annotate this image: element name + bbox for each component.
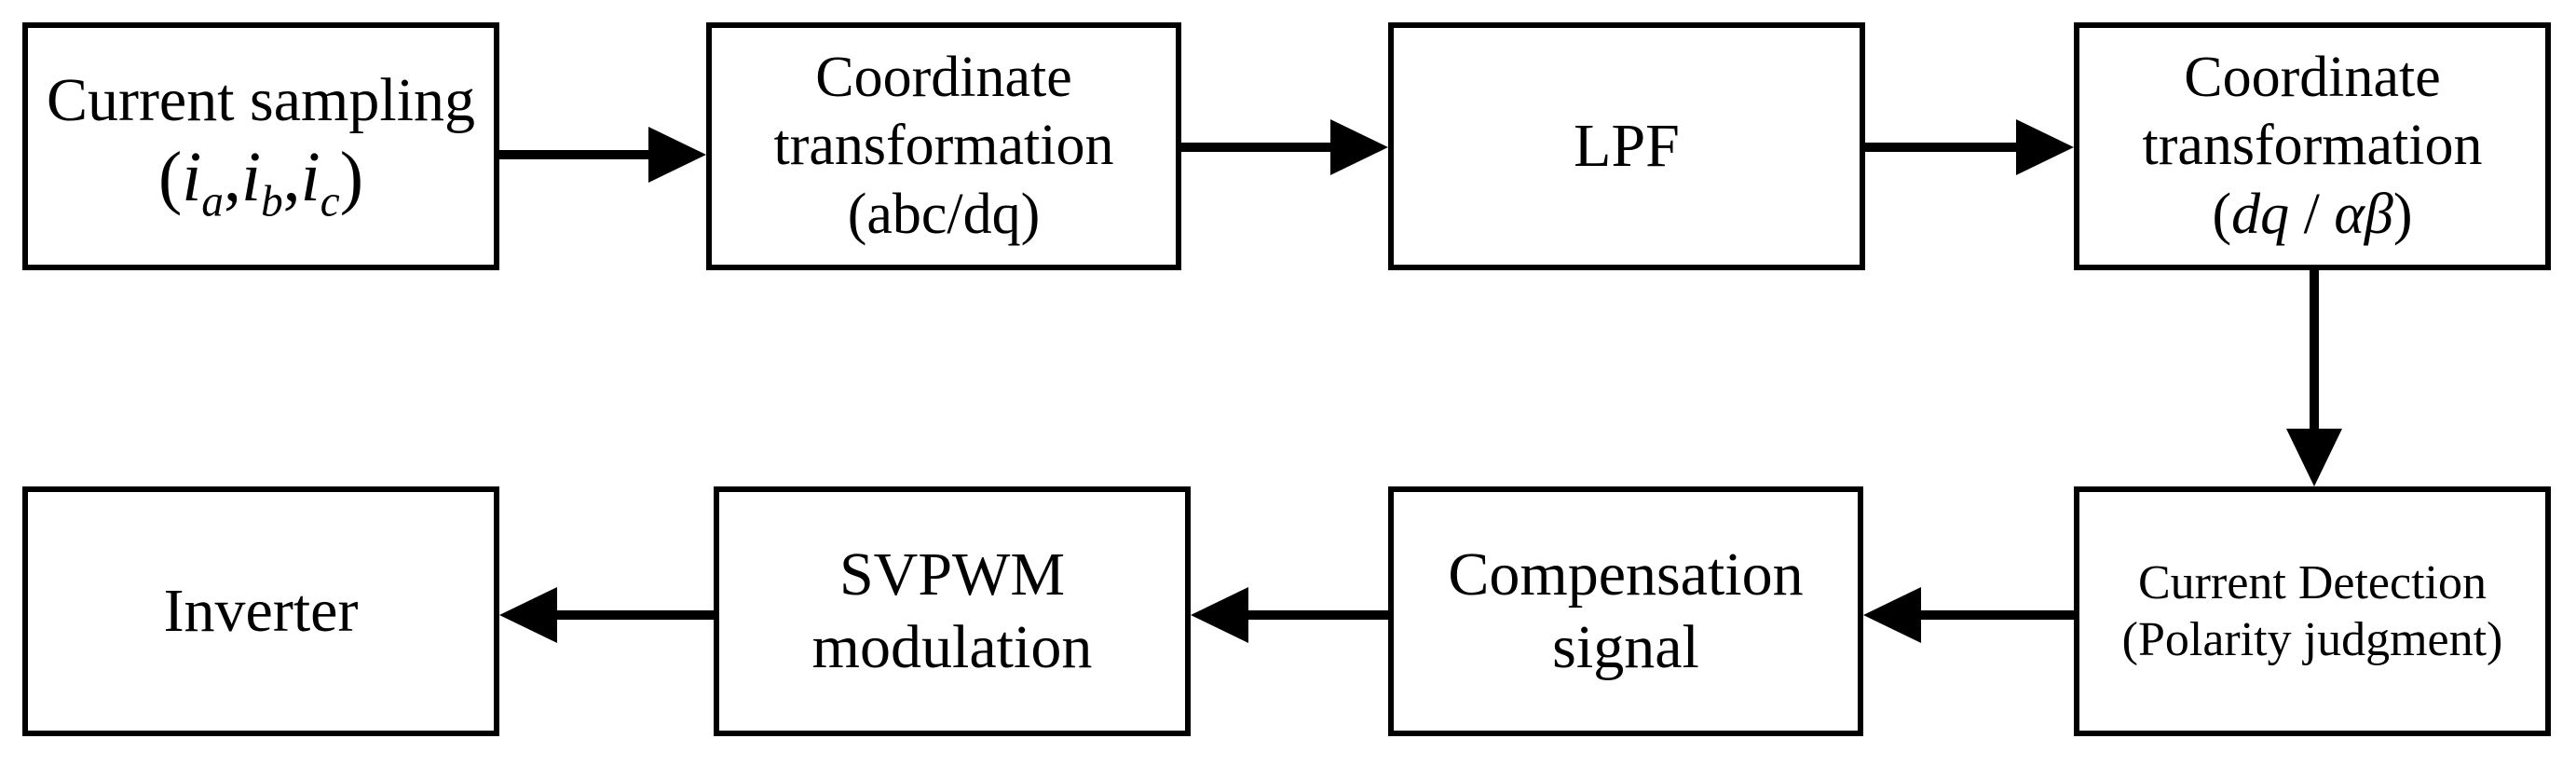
arrow-detection-to-compensation-head — [1863, 587, 1921, 643]
current-detection-line2: (Polarity judgment) — [2121, 613, 2503, 666]
inverter-block: Inverter — [22, 486, 499, 736]
lpf-label: LPF — [1574, 112, 1680, 181]
current-detection-block: Current Detection (Polarity judgment) — [2074, 486, 2551, 736]
arrow-dqab-to-detection-head — [2286, 429, 2342, 486]
arrow-svpwm-to-inverter-head — [499, 587, 557, 643]
coord-transform-1-line1: Coordinate — [815, 46, 1072, 110]
coord-transform-2-line2: transformation — [2142, 114, 2483, 178]
arrow-compensation-to-svpwm-head — [1191, 587, 1248, 643]
current-detection-line1: Current Detection — [2138, 555, 2487, 609]
current-sampling-label: Current sampling — [46, 65, 476, 134]
coordinate-transformation-dq-alphabeta-block: Coordinate transformation (dq / αβ) — [2074, 22, 2551, 270]
coord-transform-1-line3: (abc/dq) — [847, 182, 1041, 246]
coordinate-transformation-abc-dq-block: Coordinate transformation (abc/dq) — [706, 22, 1181, 270]
svpwm-modulation-block: SVPWM modulation — [714, 486, 1191, 736]
coord-transform-2-line3: (dq / αβ) — [2212, 182, 2413, 246]
current-sampling-block: Current sampling (ia,ib,ic) — [22, 22, 499, 270]
compensation-label-line2: signal — [1552, 613, 1699, 681]
compensation-signal-block: Compensation signal — [1388, 486, 1863, 736]
arrow-lpf-to-dqab-head — [2016, 119, 2074, 175]
lpf-block: LPF — [1388, 22, 1865, 270]
arrow-abcdq-to-lpf-head — [1330, 119, 1388, 175]
current-sampling-formula: (ia,ib,ic) — [157, 138, 364, 226]
svpwm-label-line2: modulation — [811, 613, 1093, 681]
arrow-sampling-to-abcdq-head — [648, 127, 706, 183]
coord-transform-2-line1: Coordinate — [2184, 46, 2441, 110]
compensation-label-line1: Compensation — [1448, 540, 1804, 609]
coord-transform-1-line2: transformation — [773, 114, 1114, 178]
inverter-label: Inverter — [163, 577, 359, 646]
svpwm-label-line1: SVPWM — [838, 540, 1066, 609]
